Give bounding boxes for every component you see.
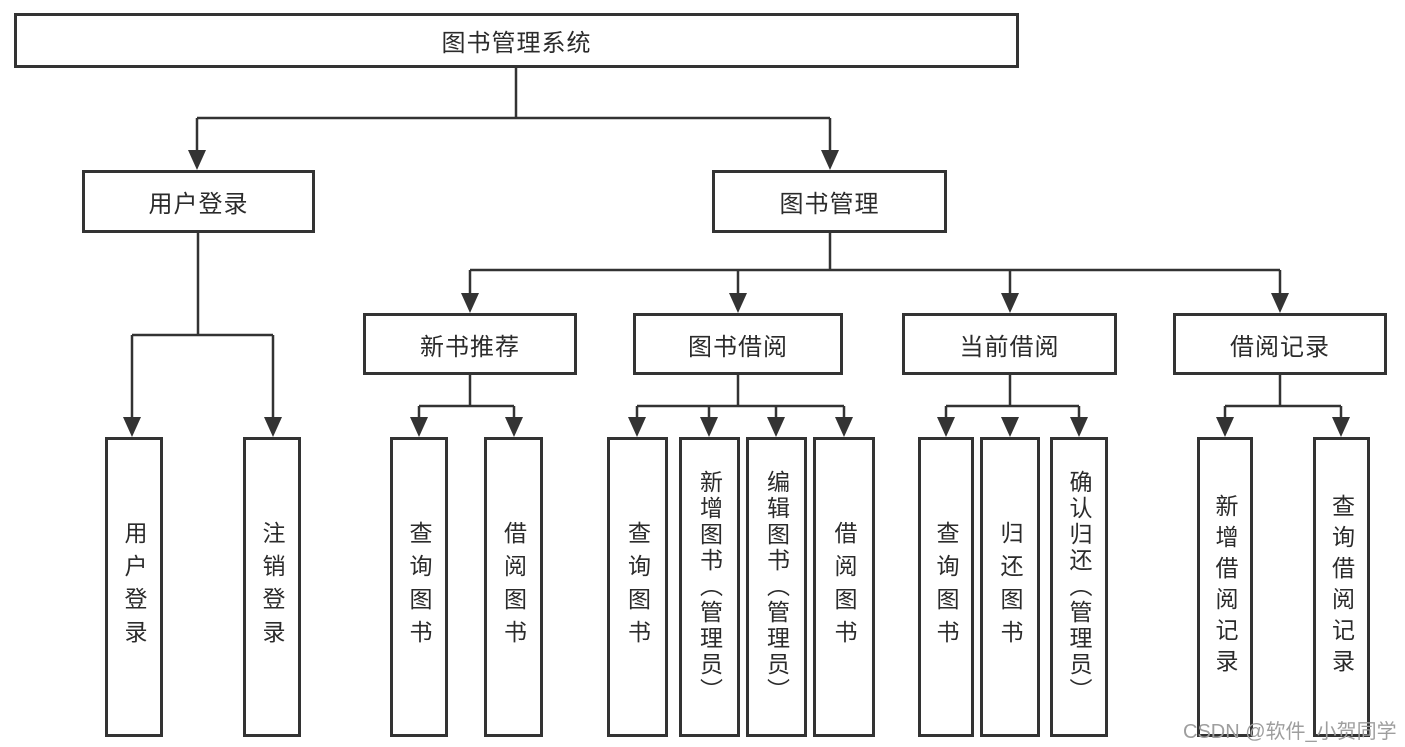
- leaf-borrow-books: 借阅图书: [484, 437, 543, 737]
- leaf-edit-books-admin: 编辑图书（管理员）: [746, 437, 807, 737]
- leaf-return-books: 归还图书: [980, 437, 1040, 737]
- csdn-watermark: CSDN @软件_小贺同学: [1183, 721, 1397, 743]
- leaf-user-login: 用户登录: [105, 437, 163, 737]
- leaf-logout: 注销登录: [243, 437, 301, 737]
- node-borrow-records: 借阅记录: [1173, 313, 1387, 375]
- node-new-book-recommend: 新书推荐: [363, 313, 577, 375]
- node-book-management: 图书管理: [712, 170, 947, 233]
- leaf-query-books: 查询图书: [390, 437, 448, 737]
- node-book-borrow: 图书借阅: [633, 313, 843, 375]
- leaf-borrow-books: 借阅图书: [813, 437, 875, 737]
- leaf-query-borrow-record: 查询借阅记录: [1313, 437, 1370, 737]
- leaf-add-borrow-record: 新增借阅记录: [1197, 437, 1253, 737]
- leaf-query-books: 查询图书: [918, 437, 974, 737]
- node-current-borrow: 当前借阅: [902, 313, 1117, 375]
- leaf-query-books: 查询图书: [607, 437, 668, 737]
- leaf-add-books-admin: 新增图书（管理员）: [679, 437, 740, 737]
- node-root-system: 图书管理系统: [14, 13, 1019, 68]
- node-user-login: 用户登录: [82, 170, 315, 233]
- leaf-confirm-return-admin: 确认归还（管理员）: [1050, 437, 1108, 737]
